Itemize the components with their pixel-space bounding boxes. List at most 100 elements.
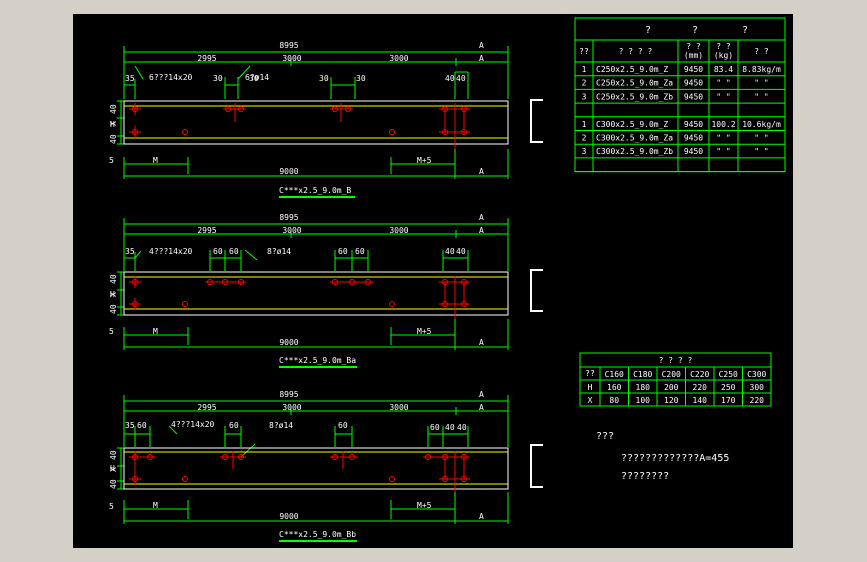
parts-table-cell: " " bbox=[754, 134, 768, 143]
beam-ba-dim-60-b: 60 bbox=[229, 247, 239, 256]
beam-bb-end-a-top: A bbox=[479, 390, 484, 399]
beam-ba-end-a-mid: A bbox=[479, 226, 484, 235]
beam-b-dim-40-b: 40 bbox=[456, 74, 466, 83]
beam-b-dim-30-c: 30 bbox=[319, 74, 329, 83]
beam-bb-side-40-top: 40 bbox=[109, 450, 118, 460]
beam-b-seg3: 3000 bbox=[389, 54, 408, 63]
parts-table-header-2: ? ? bbox=[686, 42, 701, 51]
notes-line-2: ???????? bbox=[621, 471, 669, 482]
beam-ba-dimensions bbox=[117, 218, 509, 350]
beam-bb-hole-label: 8?ø14 bbox=[269, 421, 293, 430]
beam-bb-centerlines bbox=[129, 451, 470, 492]
beam-bb-seg3: 3000 bbox=[389, 403, 408, 412]
beam-ba-m: M bbox=[153, 327, 158, 336]
beam-ba-centerlines bbox=[129, 276, 470, 319]
beam-bb-bottom-total: 9000 bbox=[279, 512, 298, 521]
beam-ba-dim-40-b: 40 bbox=[456, 247, 466, 256]
beam-ba-dim-60-c: 60 bbox=[338, 247, 348, 256]
size-table-col-header: C160 bbox=[605, 370, 624, 379]
beam-b-centerlines bbox=[129, 103, 470, 149]
beam-bb-dim-40-a: 40 bbox=[445, 423, 455, 432]
drawing-canvas[interactable]: 8995 2995 3000 3000 A A 35 6???14x20 30 … bbox=[73, 14, 793, 548]
parts-table-cell: 100.2 bbox=[711, 120, 735, 129]
parts-table-cell: 9450 bbox=[684, 79, 703, 88]
beam-bb-dim-60-d: 60 bbox=[430, 423, 440, 432]
size-table-corner: ?? bbox=[585, 369, 595, 378]
size-table-col-header: C250 bbox=[719, 370, 738, 379]
beam-b-dimensions bbox=[117, 46, 509, 179]
beam-bb-end-a-mid: A bbox=[479, 403, 484, 412]
size-table-cell: 300 bbox=[750, 383, 765, 392]
parts-table-header-top-1: ? bbox=[692, 25, 698, 36]
parts-table-cell: 9450 bbox=[684, 147, 703, 156]
beam-ba-holes bbox=[132, 279, 467, 307]
parts-table-cell: 9450 bbox=[684, 65, 703, 74]
parts-table-cell: C250x2.5_9.0m_Zb bbox=[596, 92, 673, 101]
beam-ba-m5: M+5 bbox=[417, 327, 432, 336]
beam-b-end-a-top: A bbox=[479, 41, 484, 50]
beam-bb-holes bbox=[132, 454, 467, 482]
size-table-title: ? ? ? ? bbox=[659, 356, 693, 365]
beam-b-left-5: 5 bbox=[109, 156, 114, 165]
beam-b-side-40-bottom: 40 bbox=[109, 134, 118, 144]
size-table-cell: 160 bbox=[607, 383, 622, 392]
beam-bb-dim-35: 35 bbox=[125, 421, 135, 430]
beam-b-dim-30-b: 30 bbox=[249, 74, 259, 83]
beam-ba-end-a-top: A bbox=[479, 213, 484, 222]
beam-bb-m: M bbox=[153, 501, 158, 510]
beam-bb-total-length: 8995 bbox=[279, 390, 298, 399]
beam-b-dim-35: 35 bbox=[125, 74, 135, 83]
size-table-cell: 220 bbox=[750, 396, 765, 405]
beam-b-side-40-top: 40 bbox=[109, 104, 118, 114]
parts-table-cell: 9450 bbox=[684, 120, 703, 129]
beam-b-title: C***x2.5_9.0m_B bbox=[279, 186, 351, 195]
parts-table-cell: 9450 bbox=[684, 134, 703, 143]
size-table-row-label: X bbox=[588, 396, 593, 405]
beam-ba-total-length: 8995 bbox=[279, 213, 298, 222]
parts-table-cell: " " bbox=[754, 92, 768, 101]
beam-bb-side-40-bottom: 40 bbox=[109, 479, 118, 489]
beam-ba-seg3: 3000 bbox=[389, 226, 408, 235]
beam-b-side-x: X bbox=[109, 121, 118, 126]
parts-table-cell: C300x2.5_9.0m_Za bbox=[596, 134, 673, 143]
notes-line-1: ?????????????A=455 bbox=[621, 453, 729, 464]
notes-heading: ??? bbox=[596, 431, 614, 442]
beam-ba-seg2: 3000 bbox=[282, 226, 301, 235]
beam-b-slot-label: 6???14x20 bbox=[149, 73, 193, 82]
parts-table-cell: C300x2.5_9.0m_Z bbox=[596, 120, 668, 129]
parts-table-cell: 83.4 bbox=[714, 65, 733, 74]
parts-table-cell: " " bbox=[716, 134, 730, 143]
beam-ba-side-40-top: 40 bbox=[109, 274, 118, 284]
beam-ba-slot-label: 4???14x20 bbox=[149, 247, 193, 256]
beam-bb-dim-60-b: 60 bbox=[229, 421, 239, 430]
parts-table-header-0: ?? bbox=[579, 47, 589, 56]
beam-drawing-b: 8995 2995 3000 3000 A A 35 6???14x20 30 … bbox=[109, 41, 543, 198]
parts-table-header-top-0: ? bbox=[645, 25, 651, 36]
beam-bb-m5: M+5 bbox=[417, 501, 432, 510]
parts-table-cell: 3 bbox=[582, 147, 587, 156]
beam-ba-seg1: 2995 bbox=[197, 226, 216, 235]
size-table-cell: 120 bbox=[664, 396, 679, 405]
parts-table-header-1: ? ? ? ? bbox=[619, 47, 653, 56]
beam-b-dim-30-d: 30 bbox=[356, 74, 366, 83]
beam-b-seg2: 3000 bbox=[282, 54, 301, 63]
beam-b-end-a-mid: A bbox=[479, 54, 484, 63]
size-table-col-header: C180 bbox=[633, 370, 652, 379]
beam-b-total-length: 8995 bbox=[279, 41, 298, 50]
beam-ba-dim-40-a: 40 bbox=[445, 247, 455, 256]
parts-table-cell: 10.6kg/m bbox=[742, 120, 781, 129]
beam-bb-left-5: 5 bbox=[109, 502, 114, 511]
beam-b-end-a-bottom: A bbox=[479, 167, 484, 176]
size-table-col-header: C300 bbox=[747, 370, 766, 379]
parts-table-cell: 8.83kg/m bbox=[742, 65, 781, 74]
beam-bb-side-x: X bbox=[109, 467, 118, 472]
beam-b-side-h: H bbox=[110, 120, 115, 129]
beam-b-m5: M+5 bbox=[417, 156, 432, 165]
parts-table-cell: 2 bbox=[582, 79, 587, 88]
parts-table-cell: " " bbox=[716, 147, 730, 156]
parts-table-header-3: ? ? bbox=[716, 42, 731, 51]
size-table-col-header: C200 bbox=[662, 370, 681, 379]
beam-ba-hole-label: 8?ø14 bbox=[267, 247, 291, 256]
parts-table-header-3: (kg) bbox=[714, 51, 733, 60]
